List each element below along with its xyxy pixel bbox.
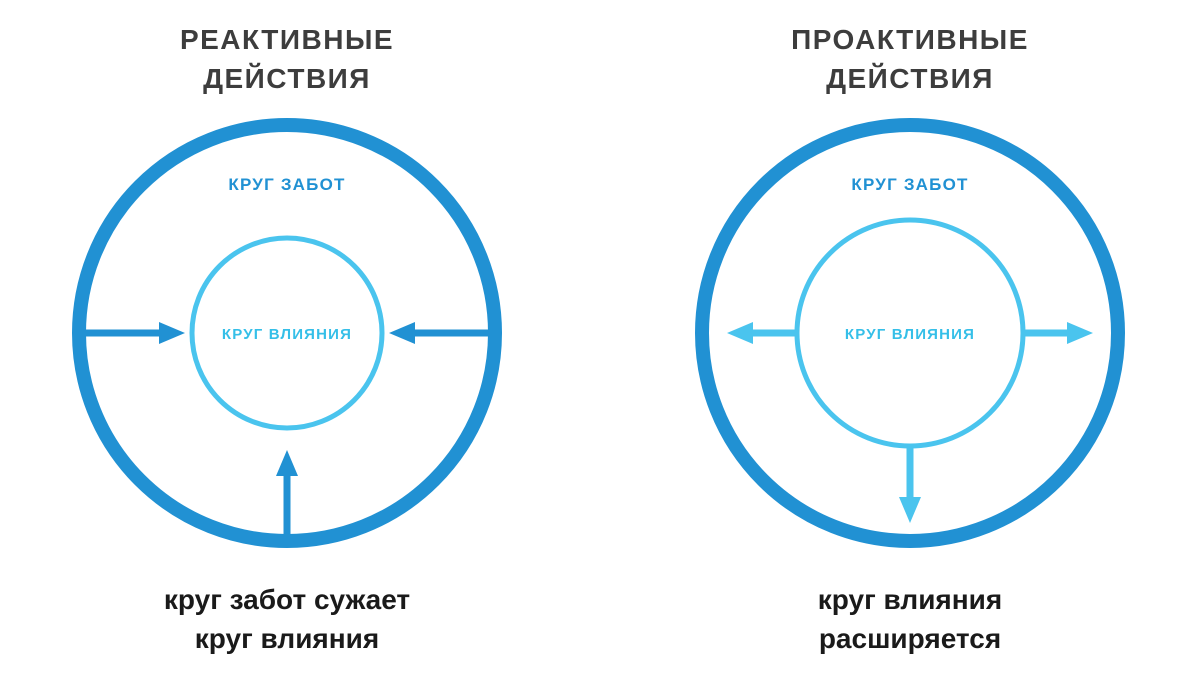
proactive-title-line2: ДЕЙСТВИЯ bbox=[826, 63, 994, 94]
inward-arrow-east bbox=[389, 322, 492, 344]
outward-arrow-west bbox=[727, 322, 796, 344]
outward-arrow-south bbox=[899, 447, 921, 523]
outward-arrow-east bbox=[1024, 322, 1093, 344]
inward-arrow-south bbox=[276, 450, 298, 540]
reactive-caption-line1: круг забот сужает bbox=[163, 584, 411, 615]
reactive-circles-figure: КРУГ ЗАБОТ КРУГ ВЛИЯНИЯ bbox=[72, 118, 502, 548]
circle-of-influence-ring bbox=[189, 235, 385, 431]
reactive-caption: круг забот сужает круг влияния bbox=[37, 580, 537, 658]
proactive-caption: круг влияния расширяется bbox=[660, 580, 1160, 658]
reactive-caption-line2: круг влияния bbox=[194, 623, 380, 654]
proactive-title-line1: ПРОАКТИВНЫЕ bbox=[791, 24, 1029, 55]
proactive-title: ПРОАКТИВНЫЕ ДЕЙСТВИЯ bbox=[660, 20, 1160, 98]
reactive-title: РЕАКТИВНЫЕ ДЕЙСТВИЯ bbox=[37, 20, 537, 98]
reactive-title-line1: РЕАКТИВНЫЕ bbox=[179, 24, 395, 55]
inward-arrow-west bbox=[82, 322, 185, 344]
reactive-title-line2: ДЕЙСТВИЯ bbox=[203, 63, 371, 94]
proactive-caption-line2: расширяется bbox=[818, 623, 1002, 654]
proactive-caption-line1: круг влияния bbox=[817, 584, 1003, 615]
circle-of-concern-label: КРУГ ЗАБОТ bbox=[851, 175, 968, 194]
circle-of-influence-label: КРУГ ВЛИЯНИЯ bbox=[222, 326, 352, 343]
proactive-circles-figure: КРУГ ЗАБОТ КРУГ ВЛИЯНИЯ bbox=[695, 118, 1125, 548]
circle-of-influence-ring bbox=[794, 217, 1026, 449]
circle-of-influence-label: КРУГ ВЛИЯНИЯ bbox=[845, 326, 975, 343]
circle-of-concern-ring bbox=[72, 118, 502, 548]
circle-of-concern-ring bbox=[695, 118, 1125, 548]
circle-of-concern-label: КРУГ ЗАБОТ bbox=[228, 175, 345, 194]
